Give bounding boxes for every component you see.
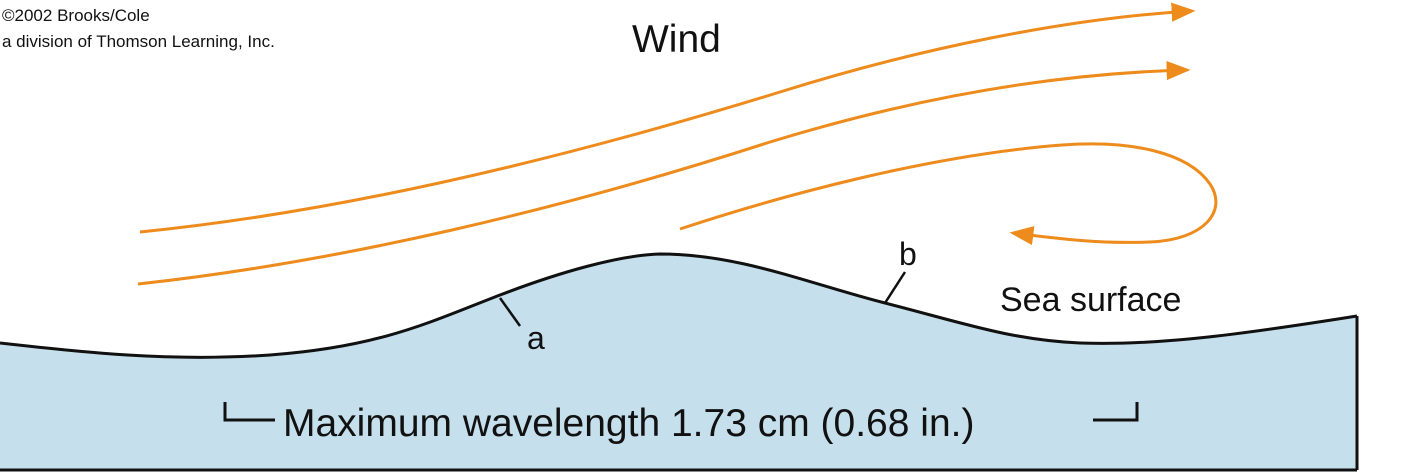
- point-b-label: b: [899, 236, 917, 272]
- point-a-label: a: [527, 320, 545, 356]
- water-body: [0, 254, 1357, 470]
- point-a-leader-line: [498, 297, 522, 327]
- sea-surface-label: Sea surface: [1000, 281, 1181, 319]
- wavelength-left-bracket: [223, 402, 275, 422]
- wind-label: Wind: [632, 18, 721, 61]
- sea-surface-line: [0, 252, 1358, 359]
- wind-arrow-top: [139, 2, 1196, 234]
- wind-arrow-middle: [137, 60, 1191, 286]
- point-b-leader-line: [883, 271, 907, 304]
- copyright-line-2: a division of Thomson Learning, Inc.: [2, 32, 275, 51]
- wavelength-right-bracket: [1093, 402, 1139, 422]
- wavelength-label: Maximum wavelength 1.73 cm (0.68 in.): [283, 402, 974, 445]
- copyright-line-1: ©2002 Brooks/Cole: [2, 6, 150, 25]
- wind-arrow-return: [679, 142, 1218, 246]
